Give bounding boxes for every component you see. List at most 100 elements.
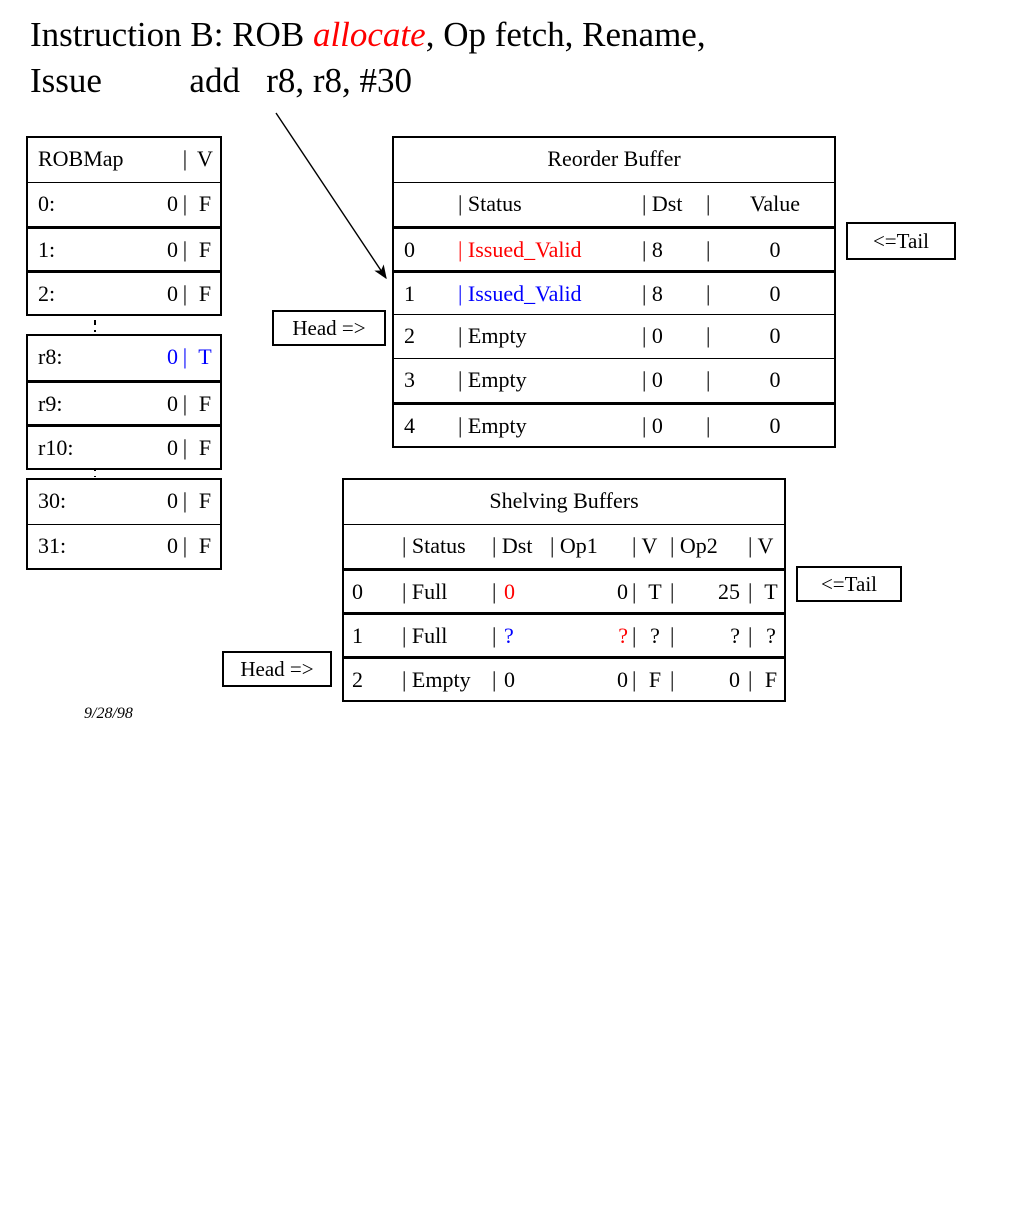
shelf-row-1-status: | Full <box>402 623 448 648</box>
robmap-row-r10-label: r10: <box>38 435 74 460</box>
shelf-row-0-v1-pipe: | <box>632 579 637 604</box>
reorder-buffer-row-1[interactable]: 1 | Issued_Valid | 8 | 0 <box>394 270 834 314</box>
shelf-row-2-v2-pipe: | <box>748 667 753 692</box>
reorder-buffer-row-3[interactable]: 3 | Empty | 0 | 0 <box>394 358 834 402</box>
shelf-row-0-v1: T <box>648 579 662 604</box>
shelf-row-1-v1: ? <box>650 623 660 648</box>
robmap-row-30[interactable]: 30: 0 | F <box>28 480 220 524</box>
robmap-row-r9[interactable]: r9: 0 | F <box>28 380 220 424</box>
shelf-row-2-op2-pipe: | <box>670 667 675 692</box>
shelf-header-op1: | Op1 <box>550 533 598 558</box>
shelf-row-0-status: | Full <box>402 579 448 604</box>
shelf-row-2-v2: F <box>764 667 778 692</box>
robmap-row-1-pipe: | <box>182 237 188 262</box>
robmap-row-0-valid: F <box>198 191 212 216</box>
shelving-buffers-row-2[interactable]: 2 | Empty | 0 0 | F | 0 | F <box>344 656 784 700</box>
shelving-buffers-row-1[interactable]: 1 | Full | ? ? | ? | ? | ? <box>344 612 784 656</box>
shelf-row-1-v1-pipe: | <box>632 623 637 648</box>
shelving-buffers-title: Shelving Buffers <box>489 488 639 513</box>
rob-row-2-index: 2 <box>404 323 415 348</box>
robmap-row-r8-valid: T <box>198 344 212 369</box>
rob-row-3-index: 3 <box>404 367 415 392</box>
page-title: Instruction B: ROB allocate, Op fetch, R… <box>30 12 990 104</box>
robmap-row-r8-pipe: | <box>182 344 188 369</box>
rob-header-pipe: | <box>706 191 711 216</box>
rob-row-4-status: | Empty <box>458 413 527 438</box>
shelving-buffers-row-0[interactable]: 0 | Full | 0 0 | T | 25 | T <box>344 568 784 612</box>
shelf-row-0-dst: 0 <box>504 579 515 604</box>
robmap-header-v: V <box>197 146 213 171</box>
robmap-row-r8-label: r8: <box>38 344 63 369</box>
rob-header-dst: | Dst <box>642 191 683 216</box>
rob-row-0-status: | Issued_Valid <box>458 237 582 262</box>
rob-row-3-value: 0 <box>769 367 781 392</box>
robmap-header-pipe: | <box>182 146 188 171</box>
robmap-header-row: ROBMap | V <box>28 138 220 182</box>
rob-row-1-dst: | 8 <box>642 281 663 306</box>
robmap-row-31-label: 31: <box>38 533 67 558</box>
robmap-row-r9-pipe: | <box>182 391 188 416</box>
robmap-row-1-value: 0 <box>167 237 178 262</box>
shelf-header-dst: | Dst <box>492 533 533 558</box>
shelving-buffers-tail-pointer: <=Tail <box>796 566 902 602</box>
robmap-row-30-pipe: | <box>182 488 188 513</box>
shelf-row-1-op1: ? <box>618 623 628 648</box>
shelf-row-0-op2-pipe: | <box>670 579 675 604</box>
shelf-row-2-dst: 0 <box>504 667 515 692</box>
robmap-row-r10-value: 0 <box>167 435 178 460</box>
robmap-row-1[interactable]: 1: 0 | F <box>28 226 220 270</box>
robmap-table-group-2: r8: 0 | T r9: 0 | F r10: 0 | F <box>26 334 222 470</box>
rob-row-4-index: 4 <box>404 413 415 438</box>
robmap-table-group-1: ROBMap | V 0: 0 | F 1: 0 | F 2: 0 | F <box>26 136 222 316</box>
robmap-row-r9-label: r9: <box>38 391 63 416</box>
robmap-row-1-valid: F <box>198 237 212 262</box>
rob-row-1-status: | Issued_Valid <box>458 281 582 306</box>
robmap-row-0-pipe: | <box>182 191 188 216</box>
robmap-row-2[interactable]: 2: 0 | F <box>28 270 220 314</box>
rob-row-1-value: 0 <box>769 281 781 306</box>
rob-row-0-dst: | 8 <box>642 237 663 262</box>
robmap-row-30-value: 0 <box>167 488 178 513</box>
reorder-buffer-tail-pointer: <=Tail <box>846 222 956 260</box>
shelf-header-op2: | Op2 <box>670 533 718 558</box>
shelf-row-1-index: 1 <box>352 623 363 648</box>
shelving-buffers-header-row: | Status | Dst | Op1 | V | Op2 | V <box>344 524 784 568</box>
reorder-buffer-row-4[interactable]: 4 | Empty | 0 | 0 <box>394 402 834 446</box>
rob-row-4-pipe: | <box>706 413 711 438</box>
rob-row-2-value: 0 <box>769 323 781 348</box>
robmap-row-2-value: 0 <box>167 281 178 306</box>
reorder-buffer-row-0[interactable]: 0 | Issued_Valid | 8 | 0 <box>394 226 834 270</box>
shelf-row-1-dst: ? <box>504 623 514 648</box>
reorder-buffer-title: Reorder Buffer <box>547 146 681 171</box>
robmap-row-30-valid: F <box>198 488 212 513</box>
shelf-row-0-index: 0 <box>352 579 363 604</box>
rob-header-status: | Status <box>458 191 522 216</box>
rob-row-0-index: 0 <box>404 237 415 262</box>
shelf-row-1-op2-pipe: | <box>670 623 675 648</box>
robmap-row-30-label: 30: <box>38 488 67 513</box>
shelf-row-0-op2: 25 <box>718 579 740 604</box>
rob-row-4-value: 0 <box>769 413 781 438</box>
footer-date: 9/28/98 <box>84 705 133 722</box>
rob-row-3-dst: | 0 <box>642 367 663 392</box>
shelf-row-0-v2-pipe: | <box>748 579 753 604</box>
shelf-header-v1: | V <box>632 533 658 558</box>
shelf-row-0-v2: T <box>764 579 778 604</box>
robmap-row-31[interactable]: 31: 0 | F <box>28 524 220 568</box>
robmap-row-31-pipe: | <box>182 533 188 558</box>
reorder-buffer-head-pointer: Head => <box>272 310 386 346</box>
rob-row-0-pipe: | <box>706 237 711 262</box>
rob-row-2-status: | Empty <box>458 323 527 348</box>
shelf-row-2-op1: 0 <box>617 667 628 692</box>
robmap-row-r10-pipe: | <box>182 435 188 460</box>
robmap-row-0[interactable]: 0: 0 | F <box>28 182 220 226</box>
robmap-row-r8[interactable]: r8: 0 | T <box>28 336 220 380</box>
robmap-row-r9-value: 0 <box>167 391 178 416</box>
title-line-2: Issue add r8, r8, #30 <box>30 61 413 100</box>
reorder-buffer-row-2[interactable]: 2 | Empty | 0 | 0 <box>394 314 834 358</box>
shelf-row-1-v2: ? <box>766 623 776 648</box>
shelf-header-v2: | V <box>748 533 774 558</box>
robmap-row-r10[interactable]: r10: 0 | F <box>28 424 220 468</box>
robmap-row-2-valid: F <box>198 281 212 306</box>
robmap-row-2-pipe: | <box>182 281 188 306</box>
